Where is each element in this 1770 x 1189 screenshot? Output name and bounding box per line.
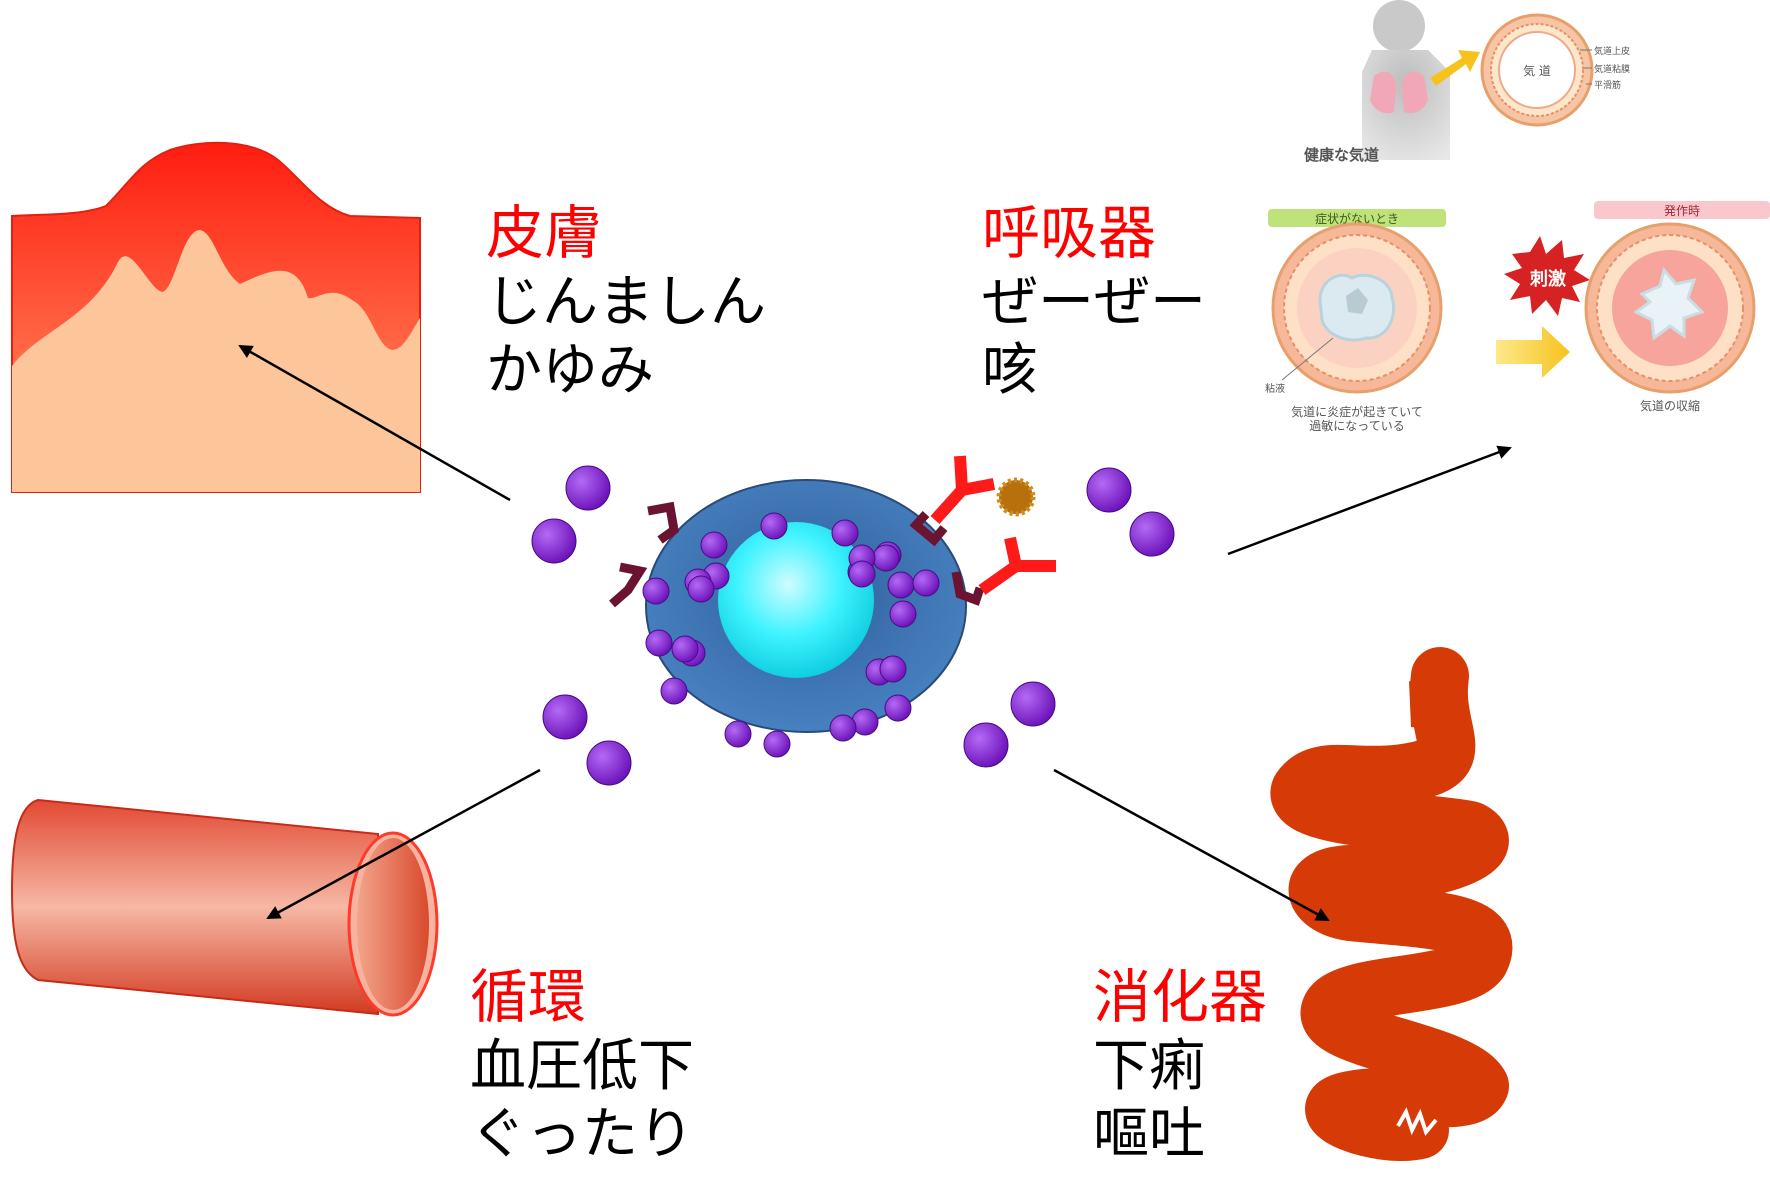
inner-granule-8 — [873, 545, 899, 571]
inner-granule-20 — [830, 715, 856, 741]
inner-granule-13 — [688, 576, 714, 602]
mucus-label: 粘液 — [1265, 382, 1285, 395]
skin-illustration — [12, 143, 420, 492]
receptor-right-2 — [956, 572, 980, 600]
inner-granule-24 — [913, 570, 939, 596]
skin-heading: 皮膚 — [486, 198, 766, 269]
mediator-granule-5 — [1087, 468, 1131, 512]
healthy-airway-caption: 健康な気道 — [1304, 146, 1379, 164]
airway-figure: 気 道 気道上皮 気道粘膜 平滑筋 健康な気道 症状がないとき 粘液 気道に炎症… — [1265, 0, 1770, 433]
allergen — [999, 480, 1033, 514]
inner-granule-2 — [701, 532, 727, 558]
mediator-granule-2 — [532, 519, 576, 563]
circulation-symptom-1: 血圧低下 — [470, 1033, 694, 1101]
inner-granule-1 — [761, 513, 787, 539]
inner-granule-16 — [661, 678, 687, 704]
antibody-2 — [982, 538, 1056, 590]
digestive-heading: 消化器 — [1093, 962, 1267, 1033]
respiratory-symptom-1: ぜーぜー — [982, 269, 1206, 337]
stimulus-burst: 刺激 — [1504, 236, 1590, 316]
inner-granule-14 — [646, 630, 672, 656]
inflamed-airway-ring — [1273, 224, 1441, 392]
attack-title: 発作時 — [1664, 204, 1700, 218]
airway-center-label: 気 道 — [1523, 63, 1551, 78]
mediator-granule-8 — [964, 723, 1008, 767]
contracted-airway-ring — [1586, 224, 1754, 392]
mediator-granule-3 — [543, 695, 587, 739]
inner-granule-18 — [885, 695, 911, 721]
circulation-heading: 循環 — [470, 962, 694, 1033]
mediator-granule-4 — [587, 741, 631, 785]
inner-granule-22 — [764, 731, 790, 757]
inner-granule-25 — [890, 601, 916, 627]
cell-nucleus — [718, 522, 874, 678]
digestive-label: 消化器 下痢 嘔吐 — [1093, 962, 1267, 1169]
receptor-left-2 — [612, 567, 640, 604]
layer-label-smooth-muscle: 平滑筋 — [1594, 79, 1621, 91]
progression-arrow — [1496, 326, 1570, 378]
layer-label-mucosa: 気道粘膜 — [1594, 63, 1630, 75]
layer-label-epithelium: 気道上皮 — [1594, 45, 1630, 57]
mediator-granule-7 — [1011, 682, 1055, 726]
receptor-left-1 — [648, 507, 674, 540]
inner-granule-10 — [849, 561, 875, 587]
contracted-caption: 気道の収縮 — [1640, 398, 1700, 413]
inner-granule-21 — [725, 721, 751, 747]
inner-granule-5 — [832, 520, 858, 546]
blood-vessel-illustration — [12, 800, 437, 1015]
circulation-symptom-2: ぐったり — [470, 1101, 694, 1169]
inflamed-caption-2: 過敏になっている — [1309, 418, 1404, 433]
skin-symptom-1: じんましん — [486, 269, 766, 337]
inner-granule-26 — [880, 656, 906, 682]
digestive-symptom-2: 嘔吐 — [1093, 1101, 1267, 1169]
inner-granule-23 — [672, 636, 698, 662]
inner-granule-11 — [888, 572, 914, 598]
arrow-to-respiratory — [1228, 448, 1510, 554]
circulation-label: 循環 血圧低下 ぐったり — [470, 962, 694, 1169]
antibody-1 — [935, 456, 994, 520]
healthy-airway-ring: 気 道 気道上皮 気道粘膜 平滑筋 — [1482, 15, 1630, 125]
respiratory-heading: 呼吸器 — [982, 198, 1206, 269]
inner-granule-12 — [643, 578, 669, 604]
skin-label: 皮膚 じんましん かゆみ — [486, 198, 766, 405]
digestive-symptom-1: 下痢 — [1093, 1033, 1267, 1101]
mediator-granule-1 — [566, 466, 610, 510]
respiratory-symptom-2: 咳 — [982, 337, 1206, 405]
skin-symptom-2: かゆみ — [486, 337, 766, 405]
respiratory-label: 呼吸器 ぜーぜー 咳 — [982, 198, 1206, 405]
mediator-granule-6 — [1130, 512, 1174, 556]
stimulus-label: 刺激 — [1530, 268, 1566, 290]
inflamed-caption-1: 気道に炎症が起きていて — [1291, 404, 1423, 419]
intestine-illustration — [1299, 676, 1483, 1132]
